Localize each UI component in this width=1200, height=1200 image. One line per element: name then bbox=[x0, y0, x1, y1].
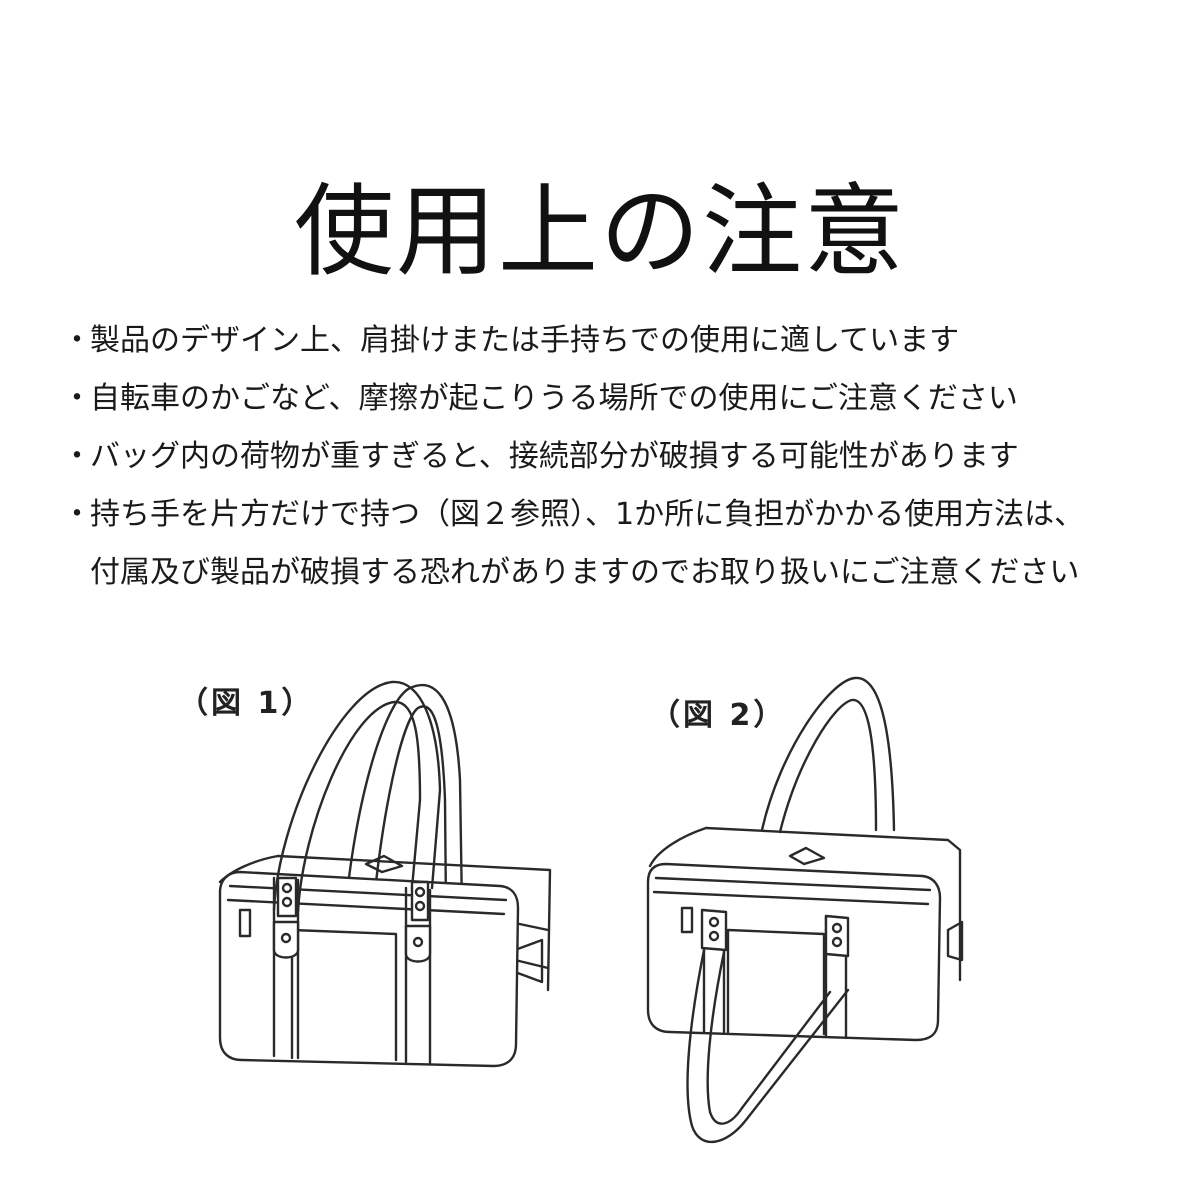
caution-text: バッグ内の荷物が重すぎると、接続部分が破損する可能性があります bbox=[90, 439, 1019, 474]
bullet: ・ bbox=[62, 381, 92, 416]
figure-1: （図 1） bbox=[170, 660, 570, 1100]
bullet: ・ bbox=[62, 439, 92, 474]
bullet: ・ bbox=[62, 497, 92, 532]
caution-text: 持ち手を片方だけで持つ（図２参照）、1か所に負担がかかる使用方法は、 bbox=[90, 497, 1085, 532]
bullet: ・ bbox=[62, 323, 92, 358]
caution-text: 自転車のかごなど、摩擦が起こりうる場所での使用にご注意ください bbox=[90, 381, 1018, 416]
caution-item: ・ バッグ内の荷物が重すぎると、接続部分が破損する可能性があります bbox=[62, 428, 1172, 486]
caution-item: ・ 持ち手を片方だけで持つ（図２参照）、1か所に負担がかかる使用方法は、 付属及… bbox=[62, 486, 1172, 602]
figure-2-label: （図 2） bbox=[650, 698, 787, 733]
school-bag-one-handle-icon bbox=[646, 676, 964, 1143]
figure-1-label: （図 1） bbox=[178, 686, 315, 721]
figure-2: （図 2） bbox=[630, 660, 990, 1150]
school-bag-both-handles-icon bbox=[218, 680, 552, 1068]
caution-item: ・ 自転車のかごなど、摩擦が起こりうる場所での使用にご注意ください bbox=[62, 370, 1172, 428]
page-title: 使用上の注意 bbox=[294, 173, 906, 290]
caution-text: 製品のデザイン上、肩掛けまたは手持ちでの使用に適しています bbox=[90, 323, 960, 358]
caution-text-continued: 付属及び製品が破損する恐れがありますのでお取り扱いにご注意ください bbox=[90, 555, 1080, 590]
caution-list: ・ 製品のデザイン上、肩掛けまたは手持ちでの使用に適しています ・ 自転車のかご… bbox=[62, 312, 1172, 602]
caution-item: ・ 製品のデザイン上、肩掛けまたは手持ちでの使用に適しています bbox=[62, 312, 1172, 370]
